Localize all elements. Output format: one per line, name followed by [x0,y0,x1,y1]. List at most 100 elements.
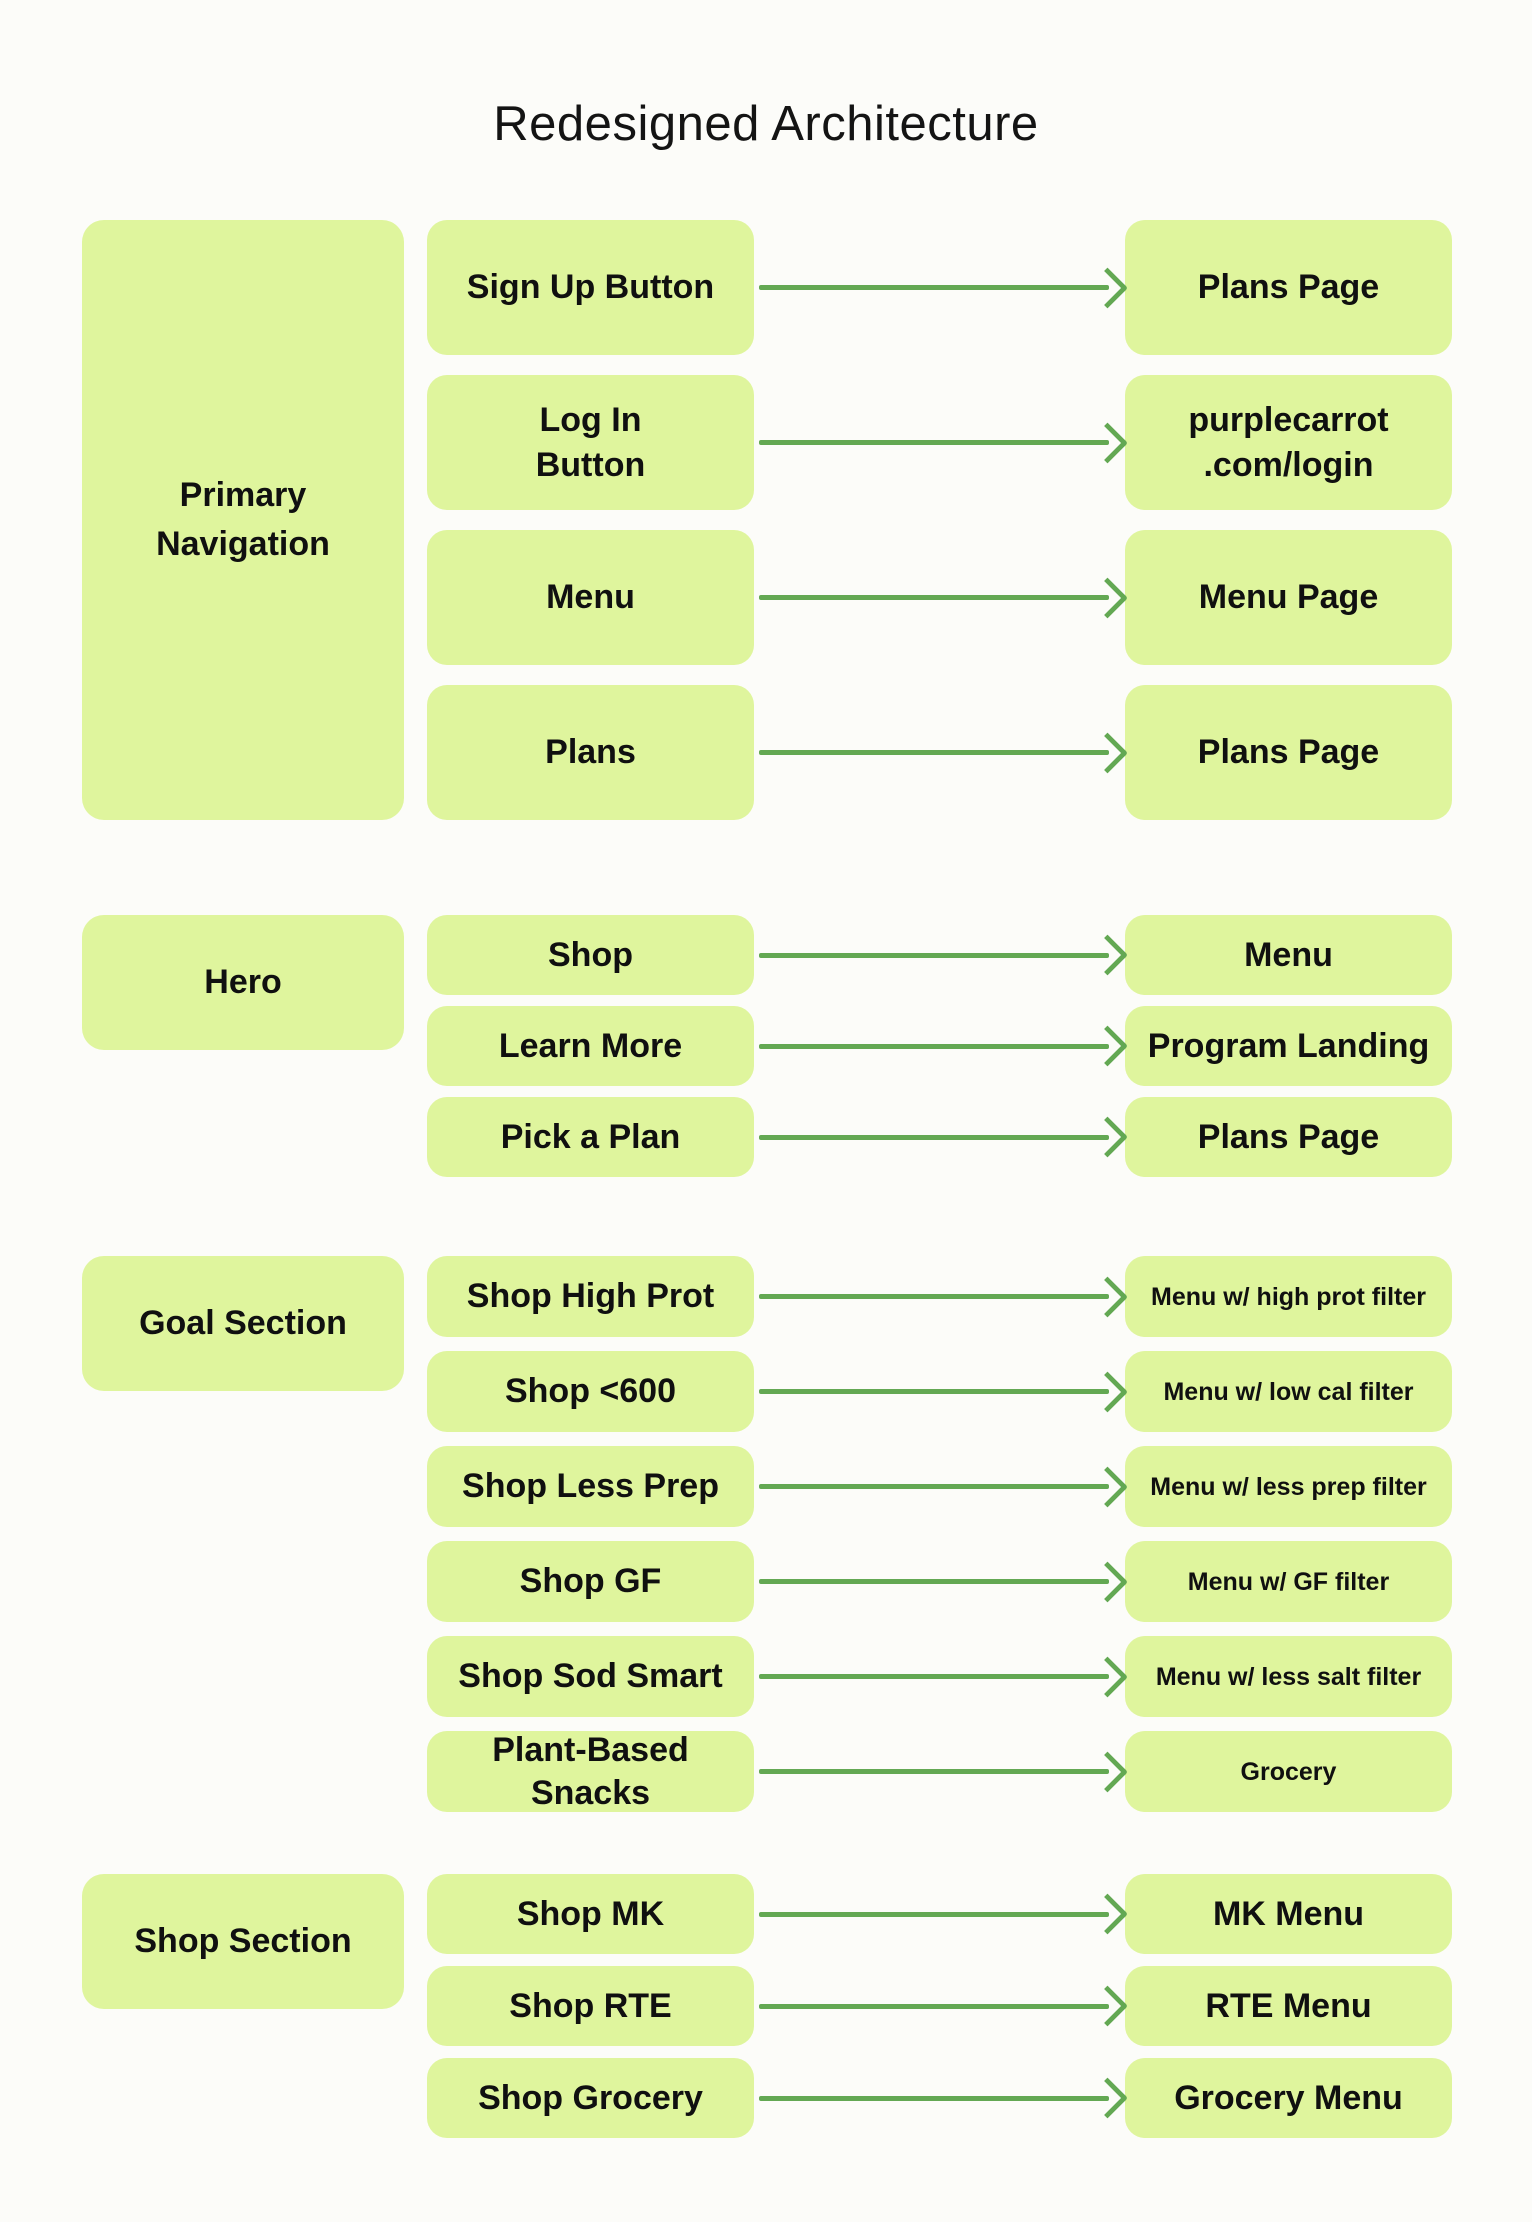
source-node-learn-more[interactable]: Learn More [427,1006,754,1086]
arrow-line [759,1674,1109,1679]
arrow-head-icon [1086,2077,1129,2119]
source-node-label: Plans [545,733,636,772]
arrow-connector [754,530,1129,665]
section-rows: Sign Up Button Plans Page Log In Button … [427,220,1452,820]
flow-row-shop-rte: Shop RTE RTE Menu [427,1966,1452,2046]
section-label-box-goal[interactable]: Goal Section [82,1256,404,1391]
source-node-label: Shop High Prot [466,1277,715,1316]
arrow-line [759,1043,1109,1049]
source-node-shop-sod-smart[interactable]: Shop Sod Smart [427,1636,754,1717]
arrow-line [759,1134,1109,1140]
flow-row-shop-gf: Shop GF Menu w/ GF filter [427,1541,1452,1622]
arrow-connector [754,1006,1129,1086]
section-label: Goal Section [139,1303,347,1342]
section-rows: Shop High Prot Menu w/ high prot filter … [427,1256,1452,1812]
source-node-label: Pick a Plan [500,1117,681,1156]
section-label: Primary Navigation [156,475,330,563]
arrow-head-icon [1086,1985,1129,2027]
source-node-label: Log In Button [535,401,646,484]
arrow-line [759,1484,1109,1489]
source-node-menu[interactable]: Menu [427,530,754,665]
target-node-menu-less-prep-filter[interactable]: Menu w/ less prep filter [1125,1446,1452,1527]
target-node-label: RTE Menu [1205,1986,1372,2025]
source-node-shop-rte[interactable]: Shop RTE [427,1966,754,2046]
source-node-plant-based-snacks[interactable]: Plant-Based Snacks [427,1731,754,1812]
arrow-connector [754,1966,1129,2046]
section-label-box-primary-navigation[interactable]: Primary Navigation [82,220,404,820]
target-node-menu-page[interactable]: Menu Page [1125,530,1452,665]
target-node-mk-menu[interactable]: MK Menu [1125,1874,1452,1954]
arrow-line [759,440,1109,445]
arrow-head-icon [1086,1465,1129,1508]
diagram-title: Redesigned Architecture [493,97,1039,151]
source-node-shop-mk[interactable]: Shop MK [427,1874,754,1954]
section-label-box-shop[interactable]: Shop Section [82,1874,404,2009]
source-node-label: Shop RTE [509,1986,672,2025]
arrow-head-icon [1086,1275,1129,1318]
arrow-connector [754,1874,1129,1954]
arrow-connector [754,1636,1129,1717]
arrow-connector [754,220,1129,355]
target-node-menu-high-prot-filter[interactable]: Menu w/ high prot filter [1125,1256,1452,1337]
arrow-line [759,952,1109,958]
target-node-label: Plans Page [1197,733,1380,772]
arrow-head-icon [1086,1893,1129,1935]
arrow-connector [754,1351,1129,1432]
arrow-line [759,750,1109,755]
source-node-plans[interactable]: Plans [427,685,754,820]
target-node-label: purplecarrot .com/login [1188,401,1389,484]
target-node-program-landing[interactable]: Program Landing [1125,1006,1452,1086]
flow-row-menu: Menu Menu Page [427,530,1452,665]
target-node-label: Plans Page [1197,268,1380,307]
target-node-label: MK Menu [1212,1894,1365,1933]
target-node-label: Menu w/ less salt filter [1155,1662,1422,1691]
target-node-plans-page[interactable]: Plans Page [1125,1097,1452,1177]
flow-row-log-in: Log In Button purplecarrot .com/login [427,375,1452,510]
target-node-plans-page[interactable]: Plans Page [1125,685,1452,820]
source-node-label: Menu [546,578,635,617]
source-node-shop-less-prep[interactable]: Shop Less Prep [427,1446,754,1527]
arrow-head-icon [1086,1370,1129,1413]
source-node-label: Shop <600 [504,1372,676,1411]
arrow-connector [754,2058,1129,2138]
source-node-shop-gf[interactable]: Shop GF [427,1541,754,1622]
source-node-shop-under-600[interactable]: Shop <600 [427,1351,754,1432]
target-node-login-url[interactable]: purplecarrot .com/login [1125,375,1452,510]
target-node-rte-menu[interactable]: RTE Menu [1125,1966,1452,2046]
source-node-shop[interactable]: Shop [427,915,754,995]
target-node-label: Grocery Menu [1174,2078,1403,2117]
source-node-label: Shop Sod Smart [458,1657,723,1696]
flow-row-shop-sod-smart: Shop Sod Smart Menu w/ less salt filter [427,1636,1452,1717]
section-rows: Shop MK MK Menu Shop RTE RTE Menu Shop G… [427,1874,1452,2138]
source-node-log-in-button[interactable]: Log In Button [427,375,754,510]
target-node-plans-page[interactable]: Plans Page [1125,220,1452,355]
arrow-line [759,595,1109,600]
arrow-connector [754,685,1129,820]
target-node-grocery[interactable]: Grocery [1125,1731,1452,1812]
source-node-sign-up-button[interactable]: Sign Up Button [427,220,754,355]
target-node-menu-gf-filter[interactable]: Menu w/ GF filter [1125,1541,1452,1622]
section-label-box-hero[interactable]: Hero [82,915,404,1050]
arrow-connector [754,1256,1129,1337]
target-node-label: Menu w/ GF filter [1187,1567,1390,1596]
flow-row-sign-up: Sign Up Button Plans Page [427,220,1452,355]
target-node-grocery-menu[interactable]: Grocery Menu [1125,2058,1452,2138]
target-node-label: Menu w/ low cal filter [1163,1377,1414,1406]
target-node-menu-less-salt-filter[interactable]: Menu w/ less salt filter [1125,1636,1452,1717]
arrow-head-icon [1086,731,1129,774]
flow-row-plans: Plans Plans Page [427,685,1452,820]
arrow-head-icon [1086,934,1129,976]
source-node-shop-grocery[interactable]: Shop Grocery [427,2058,754,2138]
section-rows: Shop Menu Learn More Program Landing Pic… [427,915,1452,1177]
target-node-menu[interactable]: Menu [1125,915,1452,995]
target-node-menu-low-cal-filter[interactable]: Menu w/ low cal filter [1125,1351,1452,1432]
source-node-pick-a-plan[interactable]: Pick a Plan [427,1097,754,1177]
arrow-head-icon [1086,1025,1129,1067]
arrow-head-icon [1086,576,1129,619]
source-node-shop-high-prot[interactable]: Shop High Prot [427,1256,754,1337]
arrow-head-icon [1086,1750,1129,1793]
arrow-head-icon [1086,421,1129,464]
target-node-label: Menu w/ high prot filter [1151,1282,1426,1311]
target-node-label: Menu [1244,935,1333,974]
